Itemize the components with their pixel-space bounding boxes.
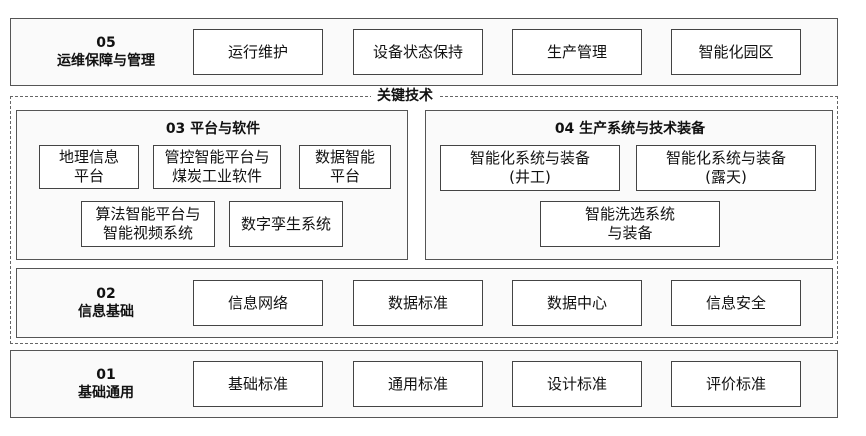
item-gis-platform: 地理信息 平台 (39, 145, 139, 189)
item-algorithm-platform: 算法智能平台与 智能视频系统 (81, 201, 215, 247)
item-control-platform: 管控智能平台与 煤炭工业软件 (153, 145, 281, 189)
layer-01-number: 01 (96, 367, 116, 383)
item-smart-park: 智能化园区 (671, 29, 801, 75)
item-data-center: 数据中心 (512, 280, 642, 326)
layer-05-panel: 05 运维保障与管理 运行维护 设备状态保持 生产管理 智能化园区 (10, 18, 838, 86)
item-info-security: 信息安全 (671, 280, 801, 326)
layer-02-panel: 02 信息基础 信息网络 数据标准 数据中心 信息安全 (16, 268, 833, 338)
item-underground-systems: 智能化系统与装备 (井工) (440, 145, 620, 191)
layer-02-title: 信息基础 (78, 304, 134, 320)
item-data-standards: 数据标准 (353, 280, 483, 326)
layer-05-title: 运维保障与管理 (57, 53, 155, 69)
item-info-network: 信息网络 (193, 280, 323, 326)
item-design-standards: 设计标准 (512, 361, 642, 407)
production-systems-panel: 04 生产系统与技术装备 智能化系统与装备 (井工) 智能化系统与装备 (露天)… (425, 110, 833, 260)
item-basic-standards: 基础标准 (193, 361, 323, 407)
item-evaluation-standards: 评价标准 (671, 361, 801, 407)
item-open-pit-systems: 智能化系统与装备 (露天) (636, 145, 816, 191)
layer-02-label: 02 信息基础 (41, 269, 171, 337)
item-washing-systems: 智能洗选系统 与装备 (540, 201, 720, 247)
item-production-management: 生产管理 (512, 29, 642, 75)
layer-01-label: 01 基础通用 (41, 351, 171, 417)
platform-software-title: 03 平台与软件 (165, 121, 261, 137)
item-operation-maintenance: 运行维护 (193, 29, 323, 75)
item-equipment-status: 设备状态保持 (353, 29, 483, 75)
key-technology-title: 关键技术 (371, 87, 439, 105)
item-digital-twin: 数字孪生系统 (229, 201, 343, 247)
layer-05-label: 05 运维保障与管理 (41, 19, 171, 85)
platform-software-panel: 03 平台与软件 地理信息 平台 管控智能平台与 煤炭工业软件 数据智能 平台 … (16, 110, 408, 260)
layer-01-title: 基础通用 (78, 385, 134, 401)
item-general-standards: 通用标准 (353, 361, 483, 407)
layer-05-number: 05 (96, 35, 116, 51)
item-data-intelligence: 数据智能 平台 (299, 145, 391, 189)
layer-01-panel: 01 基础通用 基础标准 通用标准 设计标准 评价标准 (10, 350, 838, 418)
production-systems-title: 04 生产系统与技术装备 (554, 121, 706, 137)
layer-02-number: 02 (96, 286, 116, 302)
